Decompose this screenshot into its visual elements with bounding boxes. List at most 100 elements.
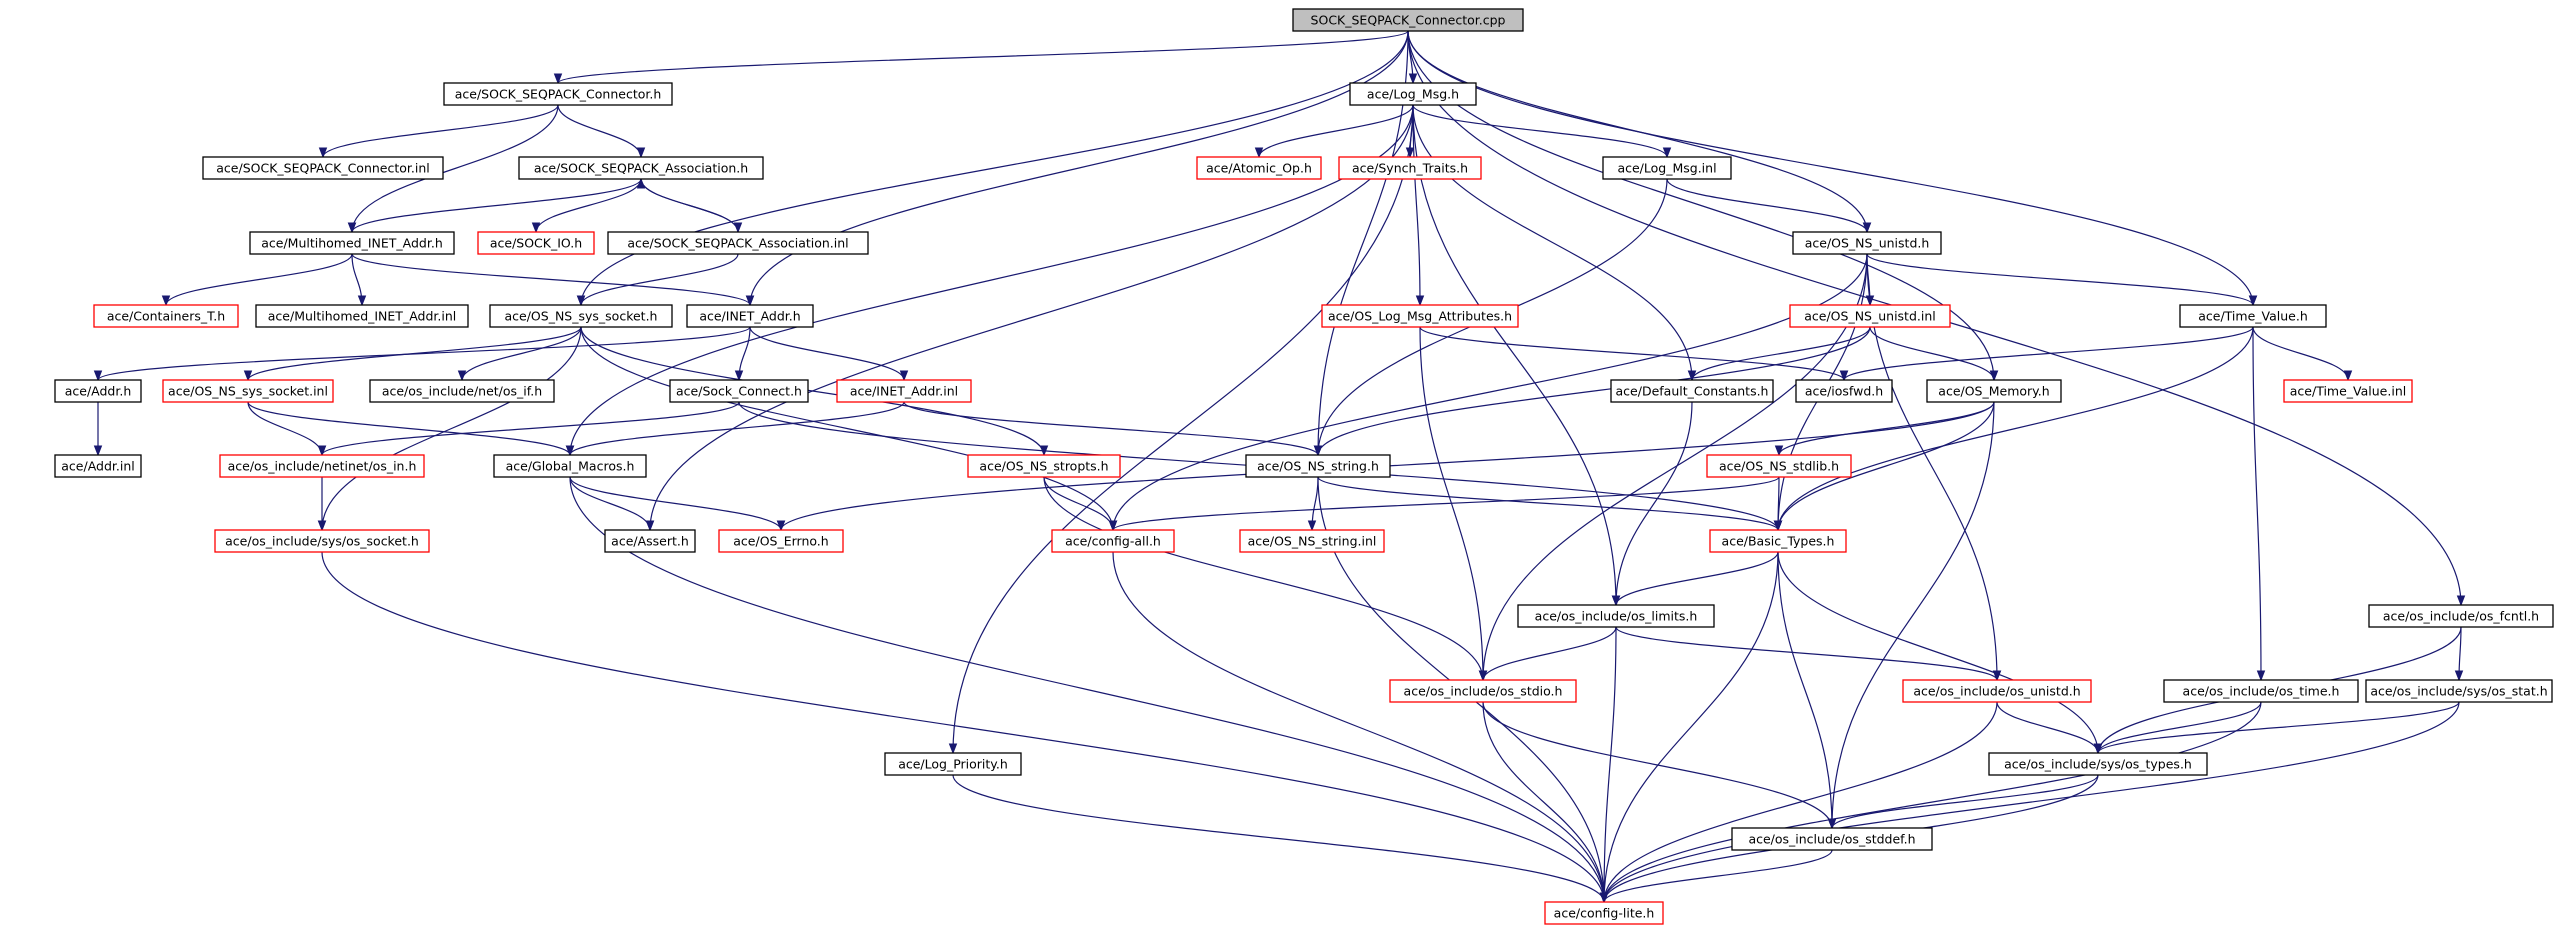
node-sscon-i[interactable]: ace/SOCK_SEQPACK_Connector.inl [202, 156, 444, 180]
node-atomic[interactable]: ace/Atomic_Op.h [1196, 156, 1322, 180]
node-btypes[interactable]: ace/Basic_Types.h [1709, 529, 1847, 553]
node-mh-i[interactable]: ace/Multihomed_INET_Addr.inl [255, 304, 469, 328]
edge-tv_h-to-tv_i [2252, 326, 2353, 382]
node-ostime[interactable]: ace/os_include/os_time.h [2163, 679, 2359, 703]
node-oserrno[interactable]: ace/OS_Errno.h [718, 529, 844, 553]
node-fcntl[interactable]: ace/os_include/os_fcntl.h [2368, 604, 2554, 628]
node-label: ace/Global_Macros.h [506, 459, 635, 474]
edge-osmem-to-stddef [1827, 401, 1995, 830]
edge-btypes-to-stddef [1777, 551, 1837, 830]
node-label: ace/os_include/net/os_if.h [382, 384, 542, 399]
node-label: ace/OS_NS_stdlib.h [1719, 459, 1839, 474]
node-label: ace/Addr.h [65, 384, 132, 399]
node-addr-i[interactable]: ace/Addr.inl [54, 454, 142, 478]
node-label: ace/INET_Addr.inl [850, 384, 958, 399]
edge-ssass_i-to-nssock_h [576, 253, 739, 307]
node-label: ace/os_include/sys/os_socket.h [225, 534, 419, 549]
edge-unistdi-to-osmem [1869, 326, 1999, 382]
node-sockcon[interactable]: ace/Sock_Connect.h [669, 379, 809, 403]
edge-btypes-to-types [1777, 551, 2103, 755]
node-nssock-i[interactable]: ace/OS_NS_sys_socket.inl [162, 379, 334, 403]
node-nsstr-h[interactable]: ace/OS_NS_string.h [1245, 454, 1391, 478]
edge-logmsg-to-logprio [948, 104, 1414, 755]
edge-tv_h-to-btypes [1773, 326, 2254, 532]
edge-limits-to-stdio [1478, 626, 1617, 682]
edge-logmsg-to-assert [645, 104, 1414, 532]
node-nssock-h[interactable]: ace/OS_NS_sys_socket.h [489, 304, 673, 328]
edge-stddef-to-cfglite [1599, 849, 1833, 904]
node-ssass-h[interactable]: ace/SOCK_SEQPACK_Association.h [518, 156, 764, 180]
node-sscon-h[interactable]: ace/SOCK_SEQPACK_Connector.h [443, 82, 673, 106]
node-label: ace/Atomic_Op.h [1206, 161, 1312, 176]
node-label: SOCK_SEQPACK_Connector.cpp [1311, 13, 1506, 28]
node-label: ace/OS_Errno.h [733, 534, 828, 549]
edge-osunistd-to-types [1996, 701, 2103, 755]
node-ossock[interactable]: ace/os_include/sys/os_socket.h [214, 529, 430, 553]
node-sockio[interactable]: ace/SOCK_IO.h [477, 231, 595, 255]
node-label: ace/OS_NS_string.h [1257, 459, 1379, 474]
edge-btypes-to-limits [1611, 551, 1779, 607]
node-cfglite[interactable]: ace/config-lite.h [1544, 901, 1664, 925]
node-label: ace/os_include/os_fcntl.h [2383, 609, 2539, 624]
node-ssass-i[interactable]: ace/SOCK_SEQPACK_Association.inl [607, 231, 869, 255]
node-addr-h[interactable]: ace/Addr.h [54, 379, 142, 403]
node-logmsg[interactable]: ace/Log_Msg.h [1349, 82, 1477, 106]
node-inet-h[interactable]: ace/INET_Addr.h [686, 304, 814, 328]
node-stdio[interactable]: ace/os_include/os_stdio.h [1389, 679, 1577, 703]
edge-inet_i-to-gmac [565, 401, 905, 457]
node-netif[interactable]: ace/os_include/net/os_if.h [369, 379, 555, 403]
node-inet-i[interactable]: ace/INET_Addr.inl [836, 379, 972, 403]
edge-nssock_h-to-strops [580, 326, 1049, 457]
node-label: ace/Default_Constants.h [1616, 384, 1769, 399]
node-strops[interactable]: ace/OS_NS_stropts.h [967, 454, 1121, 478]
node-iosfwd[interactable]: ace/iosfwd.h [1795, 379, 1893, 403]
edge-limits-to-osunistd [1615, 626, 2002, 682]
node-tv-i[interactable]: ace/Time_Value.inl [2283, 379, 2413, 403]
node-label: ace/SOCK_SEQPACK_Association.inl [627, 236, 848, 251]
node-logprio[interactable]: ace/Log_Priority.h [884, 752, 1022, 776]
edge-tv_h-to-ostime [2252, 326, 2266, 682]
node-tv-h[interactable]: ace/Time_Value.h [2179, 304, 2327, 328]
node-defc[interactable]: ace/Default_Constants.h [1610, 379, 1774, 403]
node-label: ace/OS_NS_string.inl [1248, 534, 1377, 549]
node-label: ace/Time_Value.h [2198, 309, 2308, 324]
node-stdlib[interactable]: ace/OS_NS_stdlib.h [1706, 454, 1852, 478]
node-label: ace/SOCK_SEQPACK_Connector.inl [216, 161, 429, 176]
edge-defc-to-limits [1611, 401, 1693, 607]
node-lmattr[interactable]: ace/OS_Log_Msg_Attributes.h [1321, 304, 1519, 328]
edge-types-to-stddef [1827, 774, 2099, 830]
edge-inet_i-to-nsstr_h [903, 401, 1323, 457]
node-assert[interactable]: ace/Assert.h [604, 529, 696, 553]
node-label: ace/os_include/os_limits.h [1535, 609, 1698, 624]
node-logmsgi[interactable]: ace/Log_Msg.inl [1602, 156, 1732, 180]
node-label: ace/OS_Log_Msg_Attributes.h [1328, 309, 1512, 324]
node-gmac[interactable]: ace/Global_Macros.h [493, 454, 647, 478]
node-unistdi[interactable]: ace/OS_NS_unistd.inl [1789, 304, 1951, 328]
node-root[interactable]: SOCK_SEQPACK_Connector.cpp [1292, 8, 1524, 32]
node-mh-h[interactable]: ace/Multihomed_INET_Addr.h [249, 231, 455, 255]
edge-osin-to-ossock [317, 477, 327, 532]
edge-nsstr_h-to-nsstr_i [1307, 476, 1319, 532]
edge-fcntl-to-osstat [2454, 626, 2464, 682]
node-limits[interactable]: ace/os_include/os_limits.h [1517, 604, 1715, 628]
node-synch[interactable]: ace/Synch_Traits.h [1338, 156, 1482, 180]
node-types[interactable]: ace/os_include/sys/os_types.h [1988, 752, 2208, 776]
node-cfgall[interactable]: ace/config-all.h [1051, 529, 1175, 553]
node-osmem[interactable]: ace/OS_Memory.h [1926, 379, 2062, 403]
node-stddef[interactable]: ace/os_include/os_stddef.h [1731, 827, 1933, 851]
edge-sscon_h-to-sscon_i [318, 104, 559, 159]
node-osin[interactable]: ace/os_include/netinet/os_in.h [219, 454, 425, 478]
edge-gmac-to-oserrno [569, 476, 786, 532]
node-osunistd[interactable]: ace/os_include/os_unistd.h [1902, 679, 2092, 703]
node-osstat[interactable]: ace/os_include/sys/os_stat.h [2365, 679, 2553, 703]
edge-logmsg-to-limits [1412, 104, 1621, 607]
node-label: ace/Log_Msg.inl [1617, 161, 1716, 176]
node-nsstr-i[interactable]: ace/OS_NS_string.inl [1239, 529, 1385, 553]
node-label: ace/config-lite.h [1554, 906, 1655, 921]
node-unistd[interactable]: ace/OS_NS_unistd.h [1792, 231, 1942, 255]
node-cont[interactable]: ace/Containers_T.h [93, 304, 239, 328]
node-label: ace/OS_NS_sys_socket.inl [168, 384, 328, 399]
node-label: ace/Log_Msg.h [1367, 87, 1459, 102]
node-label: ace/Containers_T.h [107, 309, 225, 324]
